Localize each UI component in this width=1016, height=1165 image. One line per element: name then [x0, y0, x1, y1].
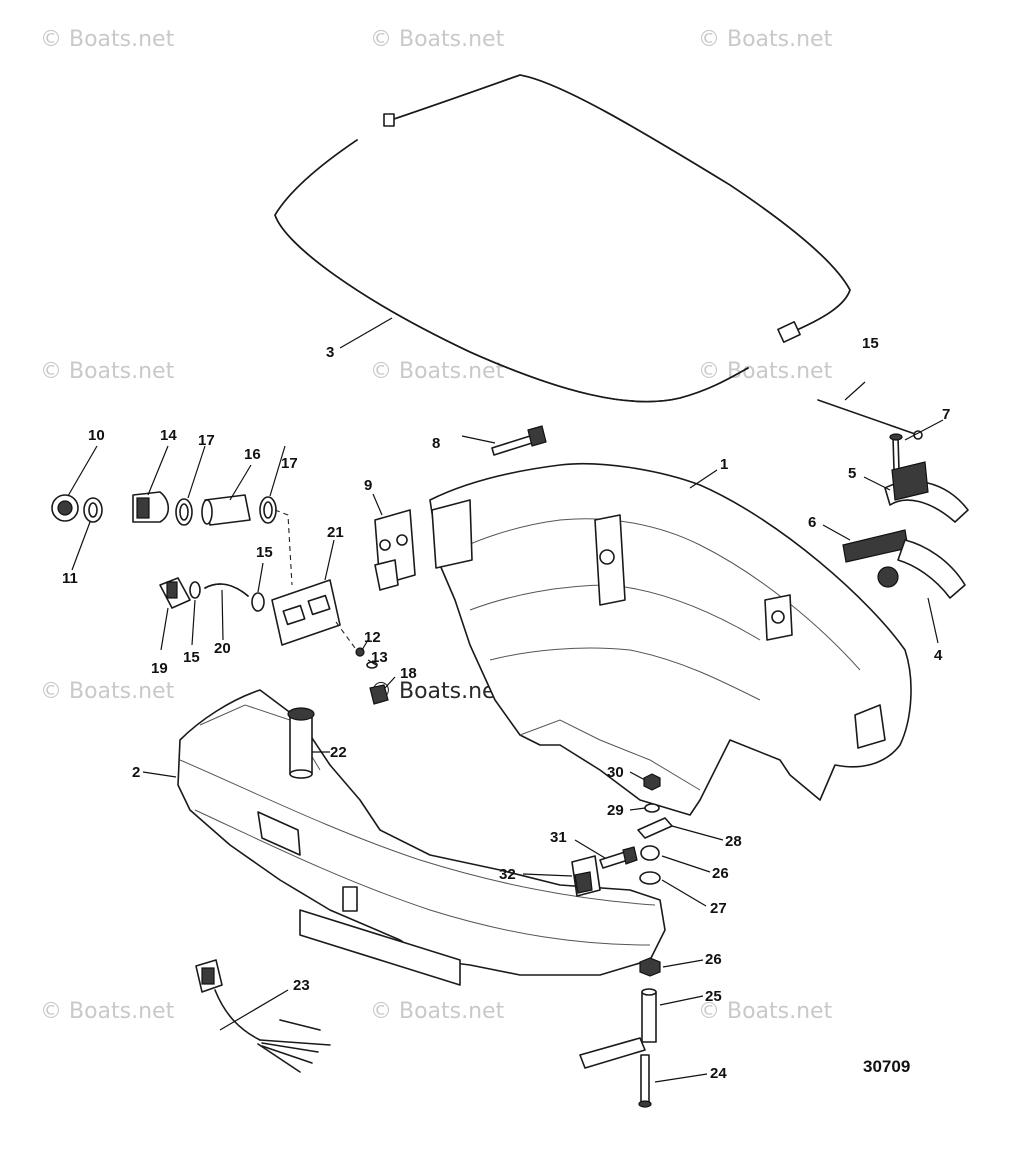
part-10-grommet[interactable] — [51, 494, 79, 522]
callout-27[interactable]: 27 — [710, 900, 727, 917]
watermark: © Boats.net — [698, 27, 833, 52]
watermark: © Boats.net — [370, 999, 505, 1024]
part-1-top-cowl[interactable] — [429, 462, 912, 816]
routing-lines — [274, 509, 356, 649]
part-25-handle[interactable] — [579, 988, 657, 1069]
callout-13[interactable]: 13 — [371, 649, 388, 666]
callout-26-lower[interactable]: 26 — [705, 951, 722, 968]
callout-24[interactable]: 24 — [710, 1065, 727, 1082]
callout-16[interactable]: 16 — [244, 446, 261, 463]
callout-3[interactable]: 3 — [326, 344, 334, 361]
part-21-plate[interactable] — [271, 579, 341, 646]
part-29-washer[interactable] — [644, 803, 660, 813]
part-31-bolt[interactable] — [599, 846, 638, 869]
part-24-pin[interactable] — [638, 1054, 652, 1108]
callout-5[interactable]: 5 — [848, 465, 856, 482]
part-15-clamp-left[interactable] — [189, 581, 201, 599]
callout-1[interactable]: 1 — [720, 456, 728, 473]
callout-26-upper[interactable]: 26 — [712, 865, 729, 882]
callout-19[interactable]: 19 — [151, 660, 168, 677]
callout-31[interactable]: 31 — [550, 829, 567, 846]
callout-15-clamp-left[interactable]: 15 — [183, 649, 200, 666]
part-3-seal[interactable] — [274, 74, 851, 403]
part-11-ring[interactable] — [83, 497, 103, 523]
callout-10[interactable]: 10 — [88, 427, 105, 444]
part-27-washer[interactable] — [639, 871, 661, 885]
watermark: © Boats.net — [40, 679, 175, 704]
part-15-clamp-right[interactable] — [251, 592, 265, 612]
part-23-harness[interactable] — [195, 959, 331, 1073]
part-30-nut[interactable] — [643, 773, 661, 791]
part-32-bracket[interactable] — [571, 855, 601, 897]
watermark: © Boats.net — [698, 359, 833, 384]
callout-20[interactable]: 20 — [214, 640, 231, 657]
part-20-hose[interactable] — [204, 583, 249, 597]
part-5-latch[interactable] — [884, 461, 969, 523]
callout-28[interactable]: 28 — [725, 833, 742, 850]
callout-2[interactable]: 2 — [132, 764, 140, 781]
callout-6[interactable]: 6 — [808, 514, 816, 531]
callout-11[interactable]: 11 — [62, 570, 78, 587]
watermark: © Boats.net — [370, 359, 505, 384]
watermark: © Boats.net — [370, 27, 505, 52]
callout-30[interactable]: 30 — [607, 764, 624, 781]
callout-labels: 3 1 2 4 5 6 7 8 9 10 11 12 13 14 15 15 1… — [62, 335, 950, 1082]
callout-17-left[interactable]: 17 — [198, 432, 215, 449]
watermark: © Boats.net — [40, 27, 175, 52]
part-26-bushing-upper[interactable] — [640, 845, 660, 861]
callout-9[interactable]: 9 — [364, 477, 372, 494]
callout-32[interactable]: 32 — [499, 866, 516, 883]
figure-number: 30709 — [863, 1057, 910, 1076]
callout-15-rod[interactable]: 15 — [862, 335, 879, 352]
callout-29[interactable]: 29 — [607, 802, 624, 819]
callout-7[interactable]: 7 — [942, 406, 950, 423]
part-26-bushing-lower[interactable] — [639, 957, 661, 977]
callout-22[interactable]: 22 — [330, 744, 347, 761]
callout-25[interactable]: 25 — [705, 988, 722, 1005]
watermark: © Boats.net — [370, 679, 505, 704]
part-28-plate[interactable] — [637, 817, 673, 839]
part-17-clamp-right[interactable] — [259, 496, 277, 524]
callout-17-right[interactable]: 17 — [281, 455, 298, 472]
part-9-bracket[interactable] — [374, 509, 416, 591]
watermark: © Boats.net — [40, 359, 175, 384]
watermark: © Boats.net — [698, 999, 833, 1024]
part-8-screw[interactable] — [491, 425, 547, 456]
callout-8[interactable]: 8 — [432, 435, 440, 452]
callout-23[interactable]: 23 — [293, 977, 310, 994]
part-7-screw[interactable] — [889, 433, 903, 471]
callout-12[interactable]: 12 — [364, 629, 381, 646]
callout-15-clamp-right[interactable]: 15 — [256, 544, 273, 561]
part-15-rod[interactable] — [817, 399, 923, 440]
part-14-fitting[interactable] — [132, 491, 170, 523]
callout-4[interactable]: 4 — [934, 647, 943, 664]
part-19-fitting[interactable] — [159, 577, 191, 609]
part-18-fitting[interactable] — [369, 684, 389, 705]
part-4-clamp[interactable] — [877, 539, 966, 599]
callout-14[interactable]: 14 — [160, 427, 177, 444]
part-17-clamp-left[interactable] — [175, 498, 193, 526]
callout-18[interactable]: 18 — [400, 665, 417, 682]
watermark: © Boats.net — [40, 999, 175, 1024]
callout-21[interactable]: 21 — [327, 524, 344, 541]
leader-lines — [67, 317, 944, 1083]
part-22-tube[interactable] — [287, 707, 315, 779]
part-16-hose[interactable] — [201, 494, 251, 526]
